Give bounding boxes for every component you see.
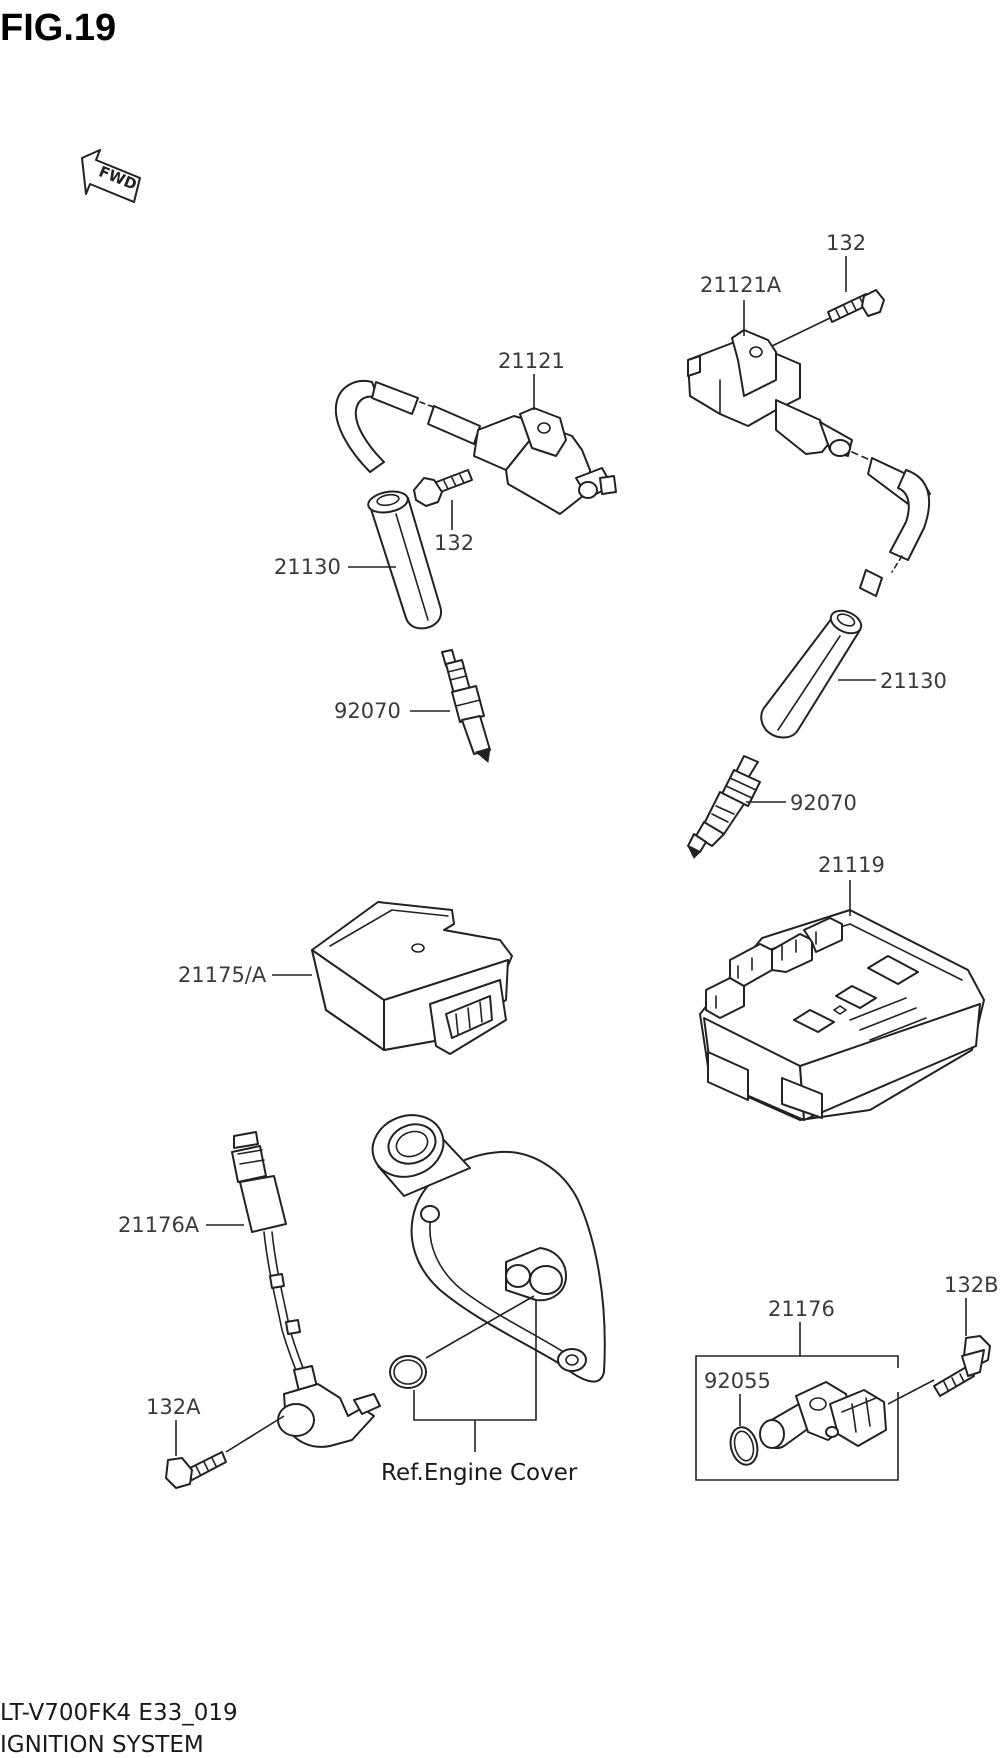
callout-92070-left: 92070 [334,699,401,723]
callout-21119: 21119 [818,853,885,877]
spark-plug-92070-left [441,649,491,763]
unit-21175A [311,901,513,1055]
callout-132-top: 132 [826,231,866,255]
callout-132A: 132A [146,1395,201,1419]
o-ring-92055 [729,1426,759,1466]
callout-132-mid: 132 [434,531,474,555]
plug-cap-21130-right [760,609,863,739]
callout-92070-right: 92070 [790,791,857,815]
fwd-arrow-icon: FWD [81,149,141,203]
callout-132B: 132B [944,1273,999,1297]
plug-cap-21130-left [367,490,442,630]
sensor-21176A [231,1131,381,1448]
bolt-132A [165,1451,227,1489]
model-code: LT-V700FK4 E33_019 [0,1700,238,1726]
callout-21121: 21121 [498,349,565,373]
section-title: IGNITION SYSTEM [0,1732,204,1758]
sensor-21176 [759,1381,887,1450]
callout-21130-right: 21130 [880,669,947,693]
figure-title: FIG.19 [0,7,116,49]
ht-lead-right [851,451,931,597]
callout-21176: 21176 [768,1297,835,1321]
ht-lead-left [334,380,481,473]
ignition-coil-21121 [473,407,617,515]
callout-21121A: 21121A [700,273,782,297]
ref-engine-cover-label: Ref.Engine Cover [381,1460,578,1486]
ignition-coil-21121A [687,329,853,457]
bolt-132B [933,1335,991,1397]
engine-cover-o-ring [389,1355,427,1389]
callout-21176A: 21176A [118,1213,200,1237]
bolt-132-mid [413,469,473,507]
bolt-132-top [827,289,885,323]
sensor-21176-bracket [695,1355,899,1481]
ecm-21119 [699,909,985,1121]
callout-21175A: 21175/A [178,963,267,987]
callout-21130-left: 21130 [274,555,341,579]
callout-92055: 92055 [704,1369,771,1393]
engine-cover-reference [371,1114,606,1383]
spark-plug-92070-right [686,755,761,859]
